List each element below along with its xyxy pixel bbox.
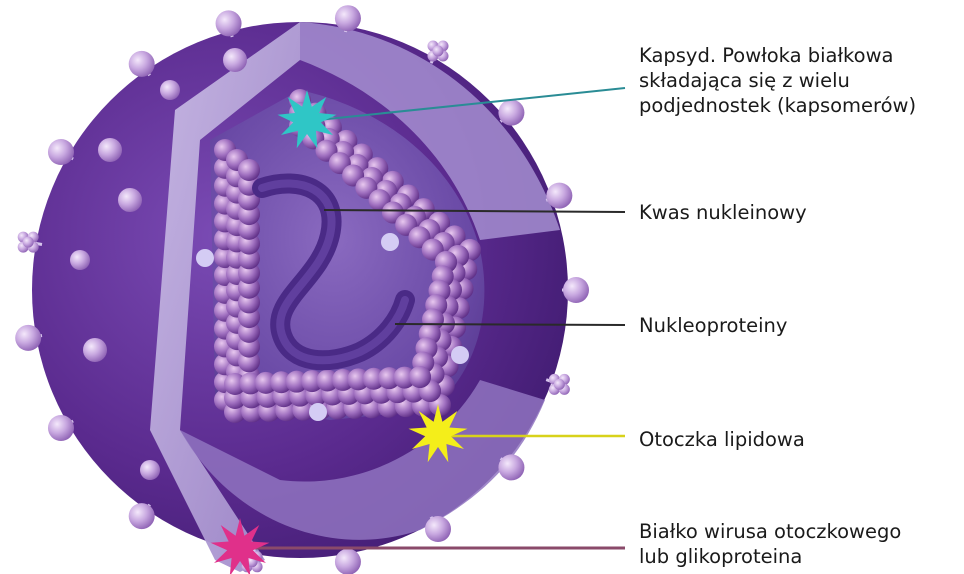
surface-knob [160,80,180,100]
surface-knob [48,415,74,441]
label-nucleic-acid: Kwas nukleinowy [639,200,807,225]
surface-knob [48,139,74,165]
surface-knob [98,138,122,162]
capsomer [409,366,431,388]
surface-knob [546,183,572,209]
surface-knob [425,516,451,542]
capsomer [238,159,260,181]
surface-knob [216,10,242,36]
surface-knob [70,250,90,270]
label-capsid: Kapsyd. Powłoka białkowa składająca się … [639,43,916,118]
capsomer-cluster [549,374,570,395]
leader-nucleo [395,324,625,325]
label-lipid-envelope: Otoczka lipidowa [639,427,805,452]
surface-knob [129,503,155,529]
label-nucleoproteins: Nukleoproteiny [639,313,787,338]
capsomer [451,346,469,364]
surface-knob [498,100,524,126]
surface-knob [83,338,107,362]
surface-knob [15,325,41,351]
surface-knob [129,51,155,77]
capsomer [196,249,214,267]
capsomer [381,233,399,251]
surface-knob [563,277,589,303]
surface-knob [498,454,524,480]
capsomer-cluster [428,40,449,61]
surface-knob [335,549,361,574]
surface-knob [140,460,160,480]
capsomer [309,403,327,421]
surface-knob [118,188,142,212]
surface-knob [335,5,361,31]
label-glycoprotein: Białko wirusa otoczkowego lub glikoprote… [639,519,901,569]
surface-knob [223,48,247,72]
